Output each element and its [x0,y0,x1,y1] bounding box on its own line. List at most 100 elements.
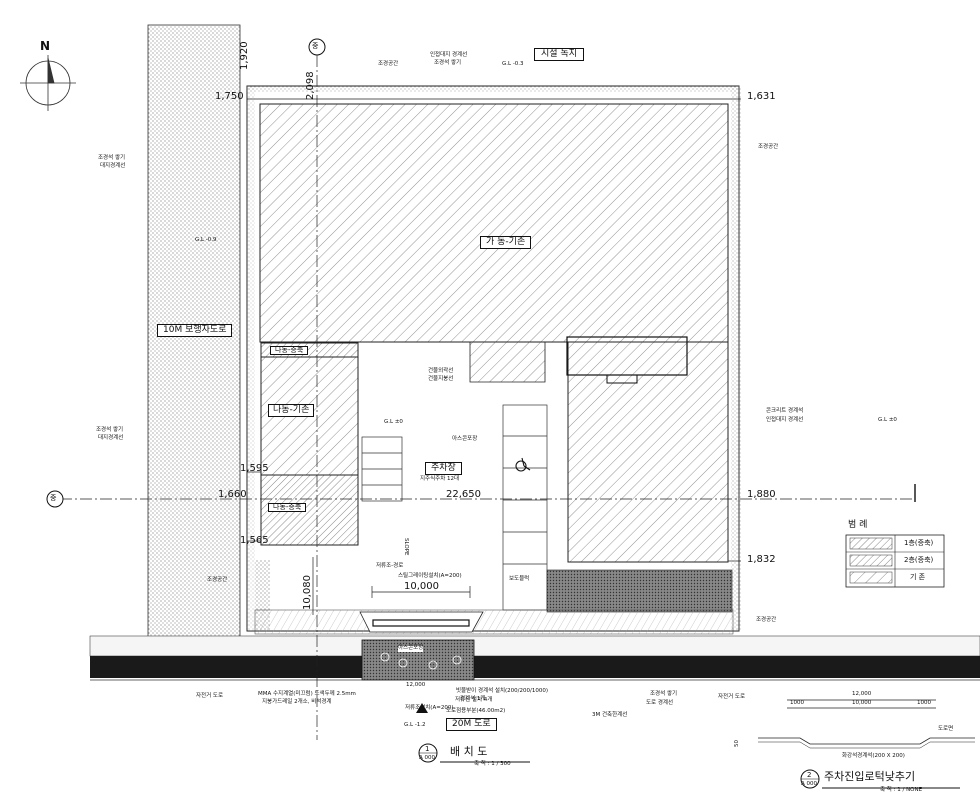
dim-entry-width: 10,000 [404,581,439,592]
accessible-parking-icon [515,457,531,472]
dim-middle-right: 1,880 [747,489,776,500]
dim-middle-left-1: 1,595 [240,463,269,474]
legend-swatch-1 [849,537,893,550]
bottom-runoff-note: 저류된 설치 4개 [455,697,493,703]
section-kerb-note: 화강석경계석(200 X 200) [842,753,905,759]
section-height: 50 [734,740,740,747]
entrance-ramp [359,611,484,633]
left-note-boundary-2: 대지경계선 [98,435,124,441]
left-note-stone-1: 조경석 쌓기 [98,155,126,161]
bottom-mma-1: MMA 수지계열(미끄럼) 도색두께 2.5mm [258,691,356,697]
dimension-lines [247,98,741,615]
top-boundary-note-1: 인접대지 경계선 [430,52,468,58]
landscape-border-left [247,86,255,631]
right-concrete-boundary: 콘크리트 경계석 [766,408,804,414]
section-title-num: 2 [807,771,812,779]
bottom-gl-road: G.L -1.2 [404,722,426,728]
landscape-border-right [731,86,741,631]
bottom-building-line: 3M 건축한계선 [592,712,628,718]
bottom-bike-road: 자전거 도로 [196,693,224,699]
bottom-mma-2: 지붕가드레일 2개소, 비석경계 [262,699,332,705]
road-label: 20M 도로 [446,718,497,731]
top-landscape-note: 조경공간 [378,61,399,67]
section-mid-seg: 10,000 [852,700,872,706]
drain-circles [380,652,462,670]
section-detail [758,699,975,749]
dim-axis-v: 2,098 [305,71,316,100]
building-ga-existing [259,103,729,343]
legend-item-2: 2층(증축) [904,556,934,564]
axis-label-top: 중 [312,42,319,50]
right-gl: G.L ±0 [878,417,897,423]
parking-label: 주차장 [425,462,462,475]
legend-item-1: 1층(증축) [904,539,934,547]
building-ga-stair [469,341,546,383]
building-ga-right [567,341,729,563]
right-landscape-top: 조경공간 [758,144,779,150]
bottom-curb-drain-2: 경계석 1개 [460,696,486,702]
section-curb-label: 도로면 [938,726,954,732]
dim-vertical-entry: 10,080 [302,575,313,610]
left-note-gl: G.L -0.9 [195,237,217,243]
top-gl-note: G.L -0.3 [502,61,524,67]
facility-label: 시설 녹지 [534,48,584,61]
site-gl-0: G.L ±0 [384,419,403,425]
dim-middle-left-2: 1,660 [218,489,247,500]
parking-stalls-left [361,436,403,502]
bottom-bike-road-2: 자전거 도로 [718,694,746,700]
label-na-existing: 나동-기존 [268,404,315,417]
sidewalk-block [546,569,733,613]
top-boundary-note-2: 조경석 쌓기 [434,60,462,66]
site-steel-grating: 스틸그레이팅설치(A=200) [398,573,462,579]
axis-bubble-top [308,38,326,56]
plan-title-num: 1 [425,745,430,753]
left-note-boundary-1: 대지경계선 [100,163,126,169]
label-ga-existing: 가 동-기존 [480,236,532,249]
dim-lower-left: 1,565 [240,535,269,546]
dim-top-left-v: 1,920 [239,41,250,70]
section-title-sub: A 000 [801,781,818,787]
north-arrow [20,55,76,111]
site-asphalt: 아스콘포장 [452,436,478,442]
bottom-runoff-pos: 저류조설치(A=200) [405,705,454,711]
landscape-border-top [247,86,739,92]
north-label: N [40,39,51,53]
site-asphalt-road: 아스콘포장 [398,645,424,652]
section-overall: 12,000 [852,691,872,697]
right-landscape-bottom: 조경공간 [756,617,777,623]
section-right-seg: 1000 [917,700,931,706]
dim-right-h: 1,631 [747,91,776,102]
right-adjacent-boundary: 인접대지 경계선 [766,417,804,423]
plan-title-sub: A 000 [419,755,436,761]
site-building-line-2: 건물지붕선 [428,376,454,382]
plan-scale: 축 척 : 1 / 300 [474,761,511,767]
section-scale: 축 척 : 1 / NONE [880,787,923,793]
sidewalk-bottom [254,609,734,635]
site-building-line-1: 건물외곽선 [428,368,454,374]
legend-title: 범 례 [848,520,868,530]
dim-middle-span: 22,650 [446,489,481,500]
bottom-ramp-slope: 도로점용부분(46.00m2) [446,708,506,714]
legend-swatch-2 [849,554,893,567]
site-sidewalk: 보도블럭 [509,576,530,582]
road-asphalt [90,656,980,678]
site-slope: SLOPE [403,538,409,556]
legend-item-3: 기 존 [910,573,926,581]
parking-sub: 지주식주차 12대 [420,476,460,482]
elevation-marker [416,703,428,713]
road-band-top [89,635,980,657]
legend-swatch-3 [849,571,893,584]
walkway-label: 10M 보행자도로 [157,324,233,337]
bottom-road-boundary: 도로 경계선 [646,700,674,706]
left-note-stone-2: 조경석 쌓기 [96,427,124,433]
section-title: 주차진입로턱낮추기 [824,770,916,783]
section-left-seg: 1000 [790,700,804,706]
site-entrance-paving: 저류조-경로 [376,563,404,569]
bottom-stone-pile: 조경석 쌓기 [650,691,678,697]
roof-outline-2 [606,374,638,384]
axis-bubble-left [46,490,64,508]
steel-grating [372,619,470,627]
plan-title: 배 치 도 [450,745,488,758]
dim-road-width: 12,000 [406,682,426,688]
